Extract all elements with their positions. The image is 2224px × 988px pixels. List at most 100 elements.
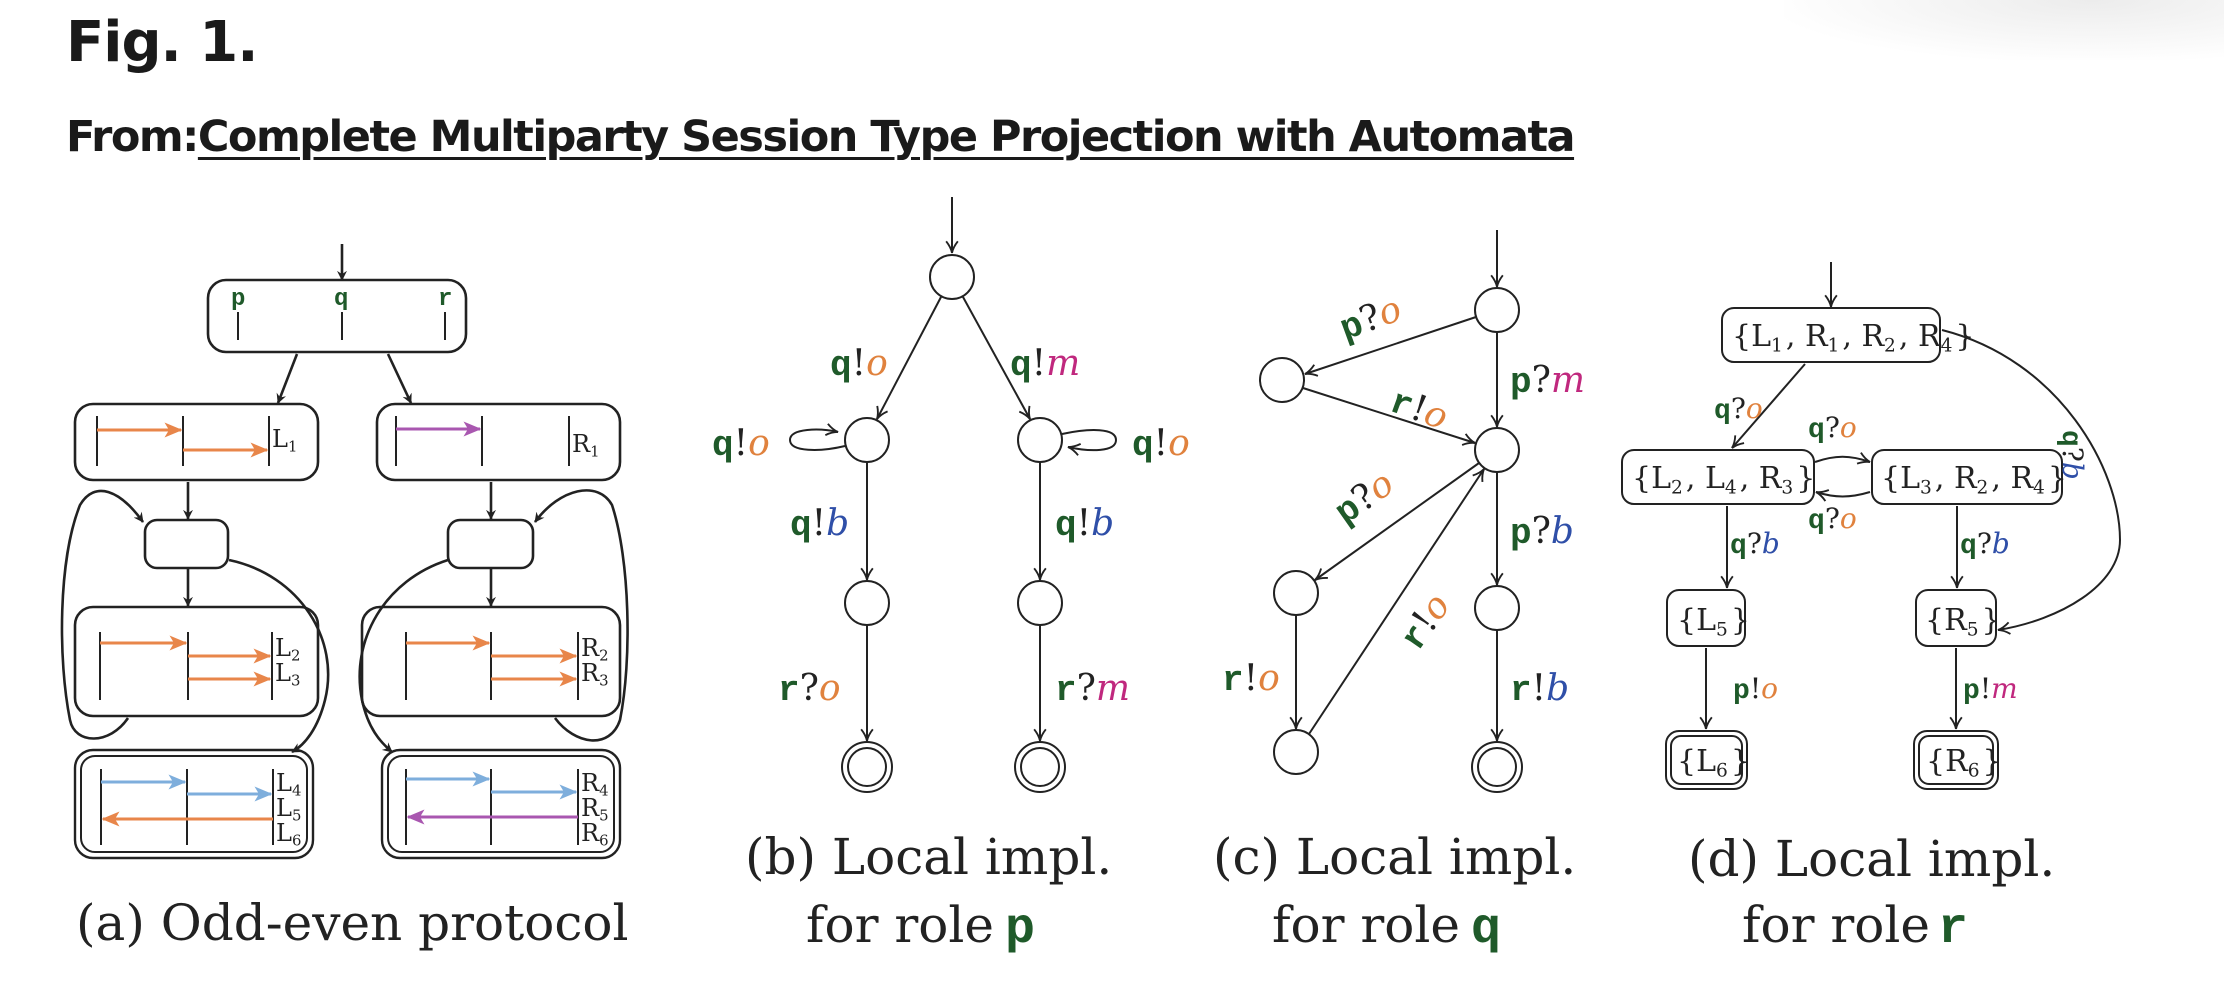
final-state-b5-inner xyxy=(847,747,887,787)
edge-message: m xyxy=(1991,672,2018,705)
paper-title-link[interactable]: Complete Multiparty Session Type Project… xyxy=(197,112,1576,162)
edge-role: q xyxy=(1055,505,1077,546)
edge-role: q xyxy=(1960,531,1977,562)
branch-arrow-left xyxy=(276,353,299,404)
state-label-L3: L3 xyxy=(275,659,303,689)
edge-role: r xyxy=(1510,670,1532,711)
edge-op: ? xyxy=(800,668,819,709)
edge-role: q xyxy=(2054,430,2085,447)
state-box-s0 xyxy=(1721,307,1941,363)
edge-role: q xyxy=(1010,345,1032,386)
state-label-L4: L4 xyxy=(276,769,304,799)
panel-a-state-labels: L1 R1 L2 L3 R2 R3 L4 L5 L6 R4 R5 R6 xyxy=(272,425,611,849)
edge-message: b xyxy=(1762,527,1780,560)
box-L2-L3 xyxy=(73,605,320,718)
state-label-s0: {L1 , R1 , R2 , R4 } xyxy=(1732,319,1975,356)
caption-c-line2: for role xyxy=(1272,896,1460,954)
panel-b xyxy=(788,197,1118,793)
edge-op: ! xyxy=(1154,423,1168,464)
edge-op: ? xyxy=(1825,502,1840,535)
edge-op: ? xyxy=(1077,668,1096,709)
edge-c2-c3 xyxy=(1314,462,1480,581)
state-b0 xyxy=(929,254,975,300)
state-label-L2: L2 xyxy=(275,634,303,664)
exit-arrow-left xyxy=(228,558,330,754)
final-box-inner xyxy=(387,755,615,853)
edge-label-d5: q?b xyxy=(2054,430,2089,480)
edge-s0-s1 xyxy=(1731,363,1806,449)
exit-arrow-right xyxy=(358,558,449,753)
edge-c4-c2 xyxy=(1308,468,1485,735)
edge-message: b xyxy=(2056,462,2089,480)
edge-role: p xyxy=(1510,513,1532,554)
choice-box-right xyxy=(446,518,535,570)
edge-role: r xyxy=(1222,660,1244,701)
edge-role: q xyxy=(1808,506,1825,537)
state-b4 xyxy=(1017,580,1063,626)
caption-c-role: q xyxy=(1471,901,1501,958)
final-box-s6-inner xyxy=(1918,735,1994,785)
panel-d xyxy=(1621,262,2122,790)
state-label-R2: R2 xyxy=(581,634,611,664)
edge-role: r xyxy=(1055,670,1077,711)
caption-d-role: r xyxy=(1938,901,1968,958)
edge-label-c2: p?m xyxy=(1510,360,1585,403)
state-label-L6: L6 xyxy=(276,819,304,849)
edge-label-b6: r?o xyxy=(778,668,841,711)
state-b3 xyxy=(844,580,890,626)
edge-message: b xyxy=(1551,511,1574,552)
edge-message: o xyxy=(866,343,888,384)
state-label-s2: {L3 , R2 , R4 } xyxy=(1881,461,2067,498)
state-label-L1: L1 xyxy=(272,425,300,455)
edge-message: o xyxy=(1168,423,1190,464)
edge-label-c6: r!o xyxy=(1222,658,1280,701)
edge-label-b0: q!o xyxy=(830,343,888,386)
final-state-b5 xyxy=(841,741,893,793)
loop-back-arrow-right xyxy=(533,489,629,742)
edge-message: o xyxy=(748,423,770,464)
caption-b-role: p xyxy=(1005,901,1035,958)
edge-message: o xyxy=(1840,411,1857,444)
edge-message: o xyxy=(819,668,841,709)
caption-d: (d) Local impl. for role r xyxy=(1688,830,2055,958)
edge-label-b2: q!o xyxy=(712,423,770,466)
role-label-r: r xyxy=(438,286,452,313)
edge-op: ! xyxy=(1032,343,1046,384)
state-label-s6: {R6 } xyxy=(1926,744,2002,781)
edge-op: ? xyxy=(1747,527,1762,560)
edge-role: q xyxy=(830,345,852,386)
figure-label: Fig. 1. xyxy=(66,10,259,75)
edge-message: o xyxy=(1746,392,1763,425)
panel-d-state-labels: {L1 , R1 , R2 , R4 }{L2 , L4 , R3 }{L3 ,… xyxy=(1632,319,2067,781)
caption-a: (a) Odd-even protocol xyxy=(76,894,628,952)
edge-label-d3: q?b xyxy=(1730,527,1780,562)
choice-box-left xyxy=(143,518,230,570)
edge-op: ! xyxy=(852,343,866,384)
edge-role: q xyxy=(1730,531,1747,562)
final-box-R4-R6 xyxy=(380,748,622,860)
state-box-s3 xyxy=(1666,589,1746,647)
edge-message: b xyxy=(1992,527,2010,560)
panel-a xyxy=(60,244,629,860)
edge-role: q xyxy=(712,425,734,466)
state-label-s3: {L5 } xyxy=(1677,603,1750,640)
edge-role: q xyxy=(1132,425,1154,466)
state-c5 xyxy=(1474,585,1520,631)
edge-op: ! xyxy=(1532,668,1546,709)
state-c4 xyxy=(1273,729,1319,775)
caption-c-line1: (c) Local impl. xyxy=(1213,828,1576,886)
final-box-L4-L6 xyxy=(73,748,315,860)
edge-message: o xyxy=(1258,658,1280,699)
box-R1 xyxy=(375,402,622,482)
edge-label-c5: p?b xyxy=(1510,511,1574,554)
box-L1 xyxy=(73,402,320,482)
edge-message: m xyxy=(1046,343,1080,384)
edge-role: p xyxy=(1733,676,1750,707)
edge-op: ! xyxy=(1077,503,1091,544)
final-box-s5 xyxy=(1665,730,1748,790)
state-label-R5: R5 xyxy=(581,794,611,824)
edge-op: ! xyxy=(1244,658,1258,699)
